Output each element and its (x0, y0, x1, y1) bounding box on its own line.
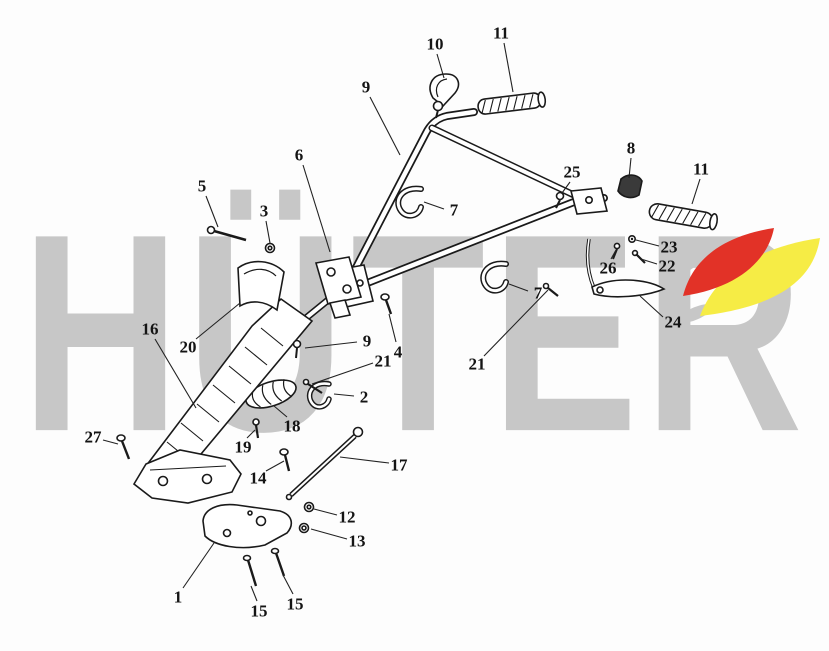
part-number-label: 12 (338, 507, 356, 527)
part-number-label: 10 (426, 34, 444, 54)
part-number-label: 22 (658, 256, 676, 276)
guard-plate (202, 503, 293, 587)
part-number-label: 6 (294, 145, 304, 165)
throttle-lever (429, 73, 460, 119)
leader-line (246, 429, 256, 439)
part-number-label: 13 (348, 531, 366, 551)
brand-logo-swoosh (672, 228, 820, 324)
part-number-label: 26 (599, 258, 617, 278)
leader-line (311, 362, 374, 385)
leader-line (313, 508, 338, 516)
part-number-label: 8 (626, 138, 636, 158)
leader-line (639, 295, 664, 318)
lever-part-24 (585, 238, 666, 298)
leader-line (102, 439, 119, 445)
grip-right (648, 203, 719, 231)
leader-line (423, 201, 445, 210)
hinge-clamp (314, 256, 374, 319)
leader-line (195, 302, 241, 340)
part-number-label: 24 (664, 312, 682, 332)
bracket-part-20 (237, 260, 285, 312)
part-number-label: 23 (660, 237, 678, 257)
leader-line (333, 393, 355, 397)
leader-line (282, 574, 294, 595)
leader-line (369, 96, 401, 156)
part-number-label: 20 (179, 337, 197, 357)
part-number-label: 21 (468, 354, 486, 374)
assorted-bolts (116, 282, 559, 472)
part-number-label: 15 (250, 601, 268, 621)
leader-line (436, 53, 445, 79)
part-number-label: 17 (390, 455, 408, 475)
part-number-label: 21 (374, 351, 392, 371)
part-number-label: 11 (692, 159, 710, 179)
spring-coil (245, 379, 297, 409)
leader-line (483, 289, 549, 357)
logo-yellow-sail (700, 238, 820, 316)
small-fasteners-right (612, 235, 646, 264)
part-number-label: 5 (197, 176, 207, 196)
leader-line (610, 249, 617, 260)
leader-line (561, 181, 571, 194)
right-bracket (555, 187, 609, 215)
leader-line (640, 258, 658, 265)
leader-line (388, 313, 397, 343)
part-number-label: 3 (259, 201, 269, 221)
part-number-label: 1 (173, 587, 183, 607)
part-number-label: 7 (533, 283, 543, 303)
leader-line (691, 178, 701, 205)
leader-line (154, 338, 197, 409)
leader-line (635, 239, 660, 247)
leader-line (265, 220, 271, 244)
leader-line (302, 164, 331, 253)
column-leg (132, 297, 314, 504)
part-number-label: 9 (362, 331, 372, 351)
leader-line (339, 456, 390, 464)
part-number-label: 2 (359, 387, 369, 407)
logo-red-sail (683, 228, 774, 296)
leader-line (503, 42, 514, 93)
part-number-label: 27 (84, 427, 102, 447)
leader-line (628, 157, 632, 179)
leader-line (182, 542, 215, 589)
part-number-label: 19 (234, 437, 252, 457)
leader-line (310, 528, 348, 540)
part-number-label: 4 (393, 342, 403, 362)
leader-line (265, 460, 285, 472)
leader-line (304, 341, 358, 349)
brand-watermark-text: HÜTER (21, 175, 809, 490)
logo-gray-top (672, 246, 704, 276)
leader-line (273, 405, 288, 418)
leader-line (508, 283, 529, 292)
leader-line (250, 585, 258, 602)
grip-top (477, 91, 547, 115)
cap-part-8 (617, 174, 643, 199)
pin-and-nut (206, 225, 276, 254)
part-number-label: 16 (141, 319, 159, 339)
part-number-label: 7 (449, 200, 459, 220)
part-number-label: 14 (249, 468, 267, 488)
tension-rod (285, 426, 364, 534)
part-number-label: 25 (563, 162, 581, 182)
leader-line (205, 195, 219, 228)
part-number-label: 15 (286, 594, 304, 614)
part-number-label: 9 (361, 77, 371, 97)
part-number-label: 11 (492, 23, 510, 43)
part-number-label: 18 (283, 416, 301, 436)
wire-clips (306, 185, 509, 410)
